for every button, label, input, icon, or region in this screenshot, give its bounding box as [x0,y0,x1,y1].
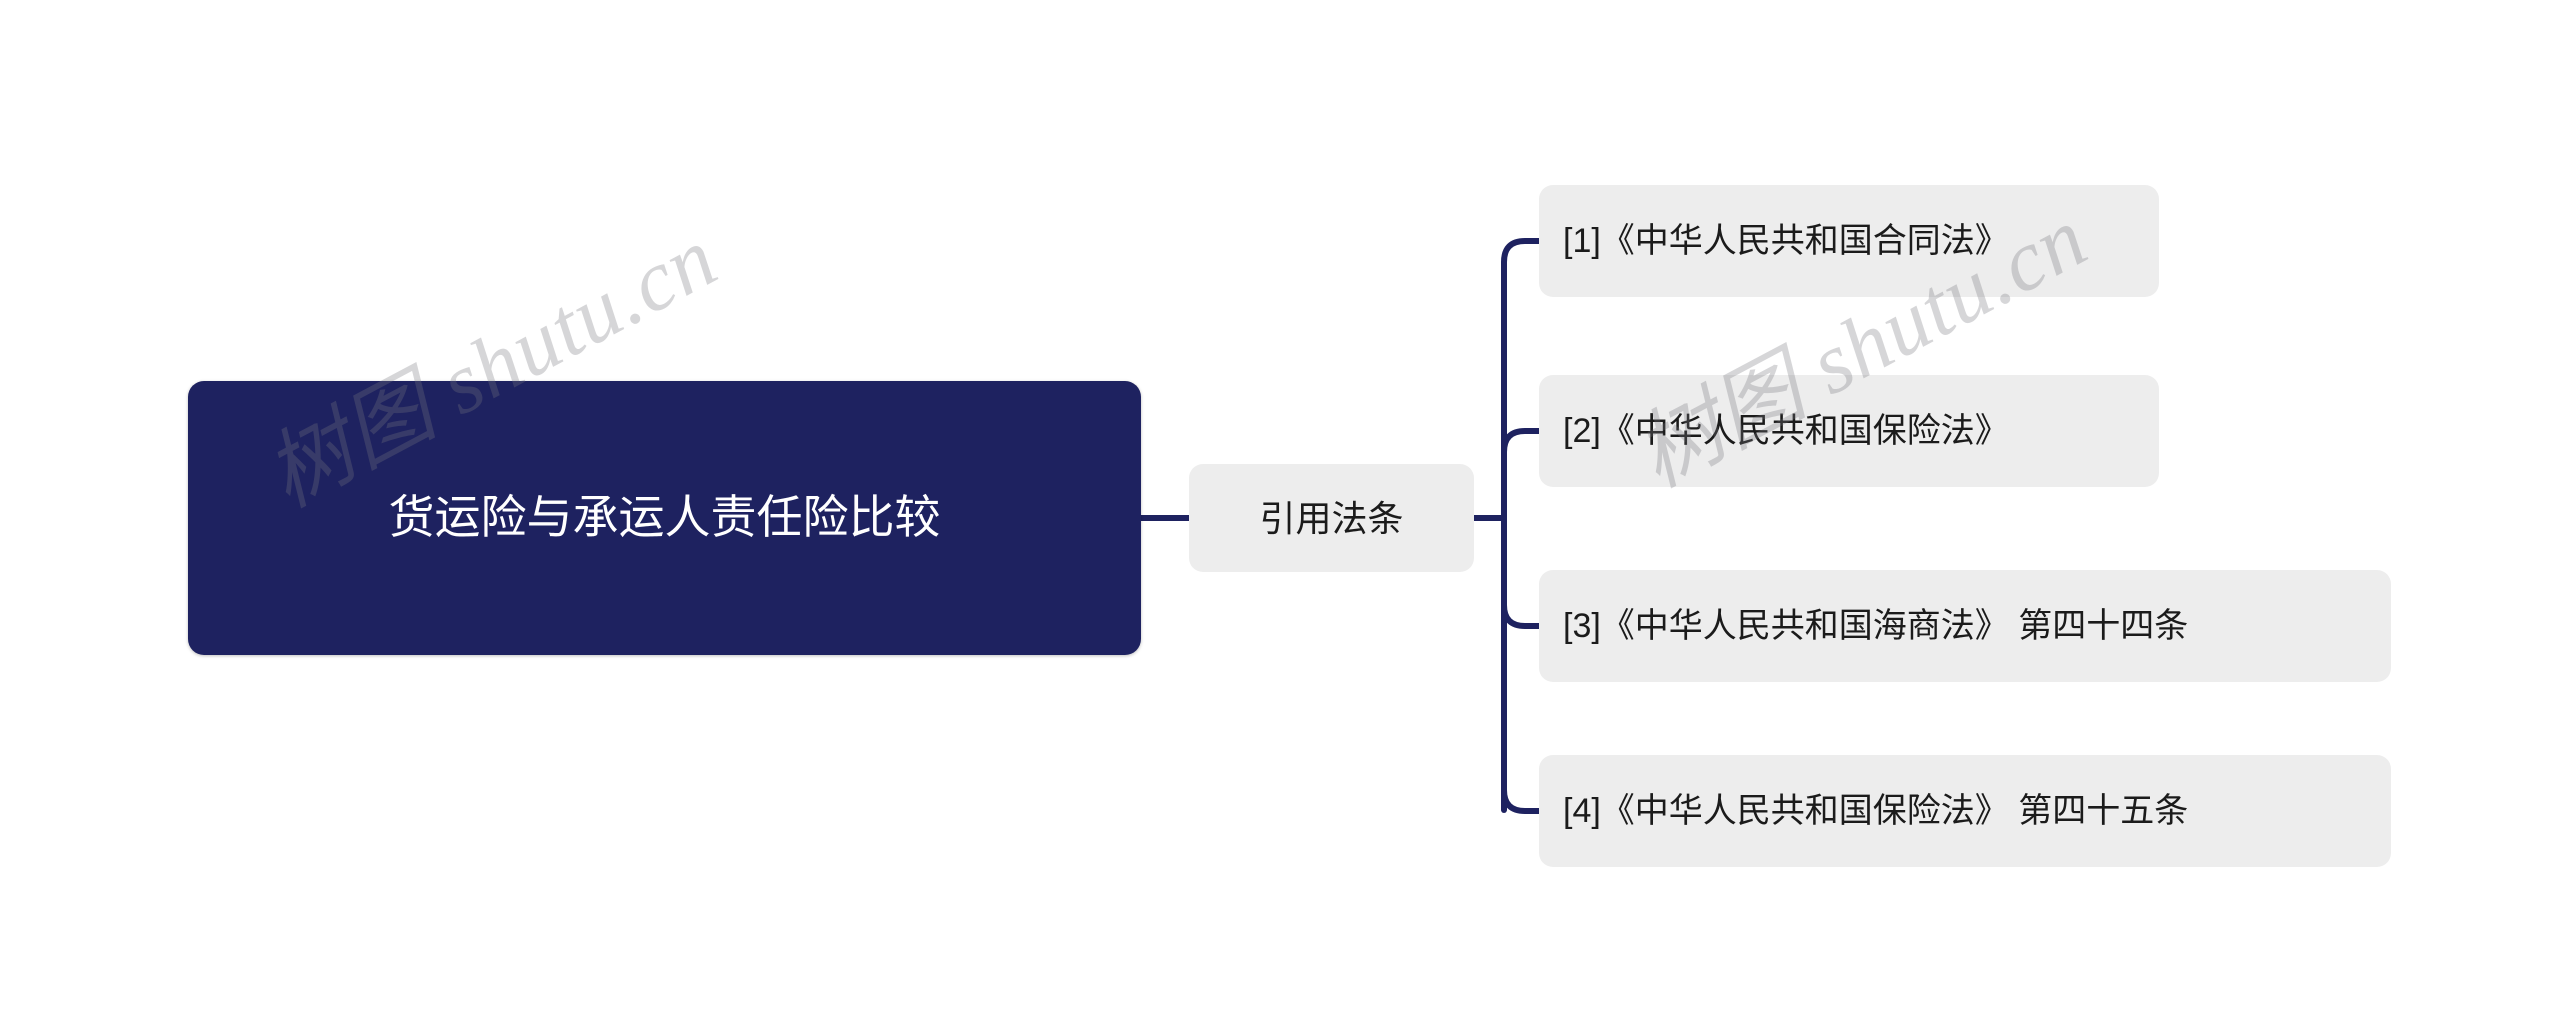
edge-trunk-to-leaf-4 [1501,787,1542,814]
leaf-node-2[interactable]: [2]《中华人民共和国保险法》 [1539,375,2159,487]
edge-trunk-to-leaf-1 [1501,238,1542,275]
root-node-label: 货运险与承运人责任险比较 [388,491,941,544]
edge-trunk-to-leaf-3 [1501,602,1542,629]
leaf-node-4-label: [4]《中华人民共和国保险法》 第四十五条 [1563,791,2189,830]
root-node[interactable]: 货运险与承运人责任险比较 [188,381,1141,655]
leaf-node-1-label: [1]《中华人民共和国合同法》 [1563,221,2009,260]
branch-node-label: 引用法条 [1259,497,1404,539]
leaf-node-3[interactable]: [3]《中华人民共和国海商法》 第四十四条 [1539,570,2391,682]
branch-node-cited-laws[interactable]: 引用法条 [1189,464,1474,572]
leaf-node-4[interactable]: [4]《中华人民共和国保险法》 第四十五条 [1539,755,2391,867]
leaf-node-1[interactable]: [1]《中华人民共和国合同法》 [1539,185,2159,297]
leaf-node-3-label: [3]《中华人民共和国海商法》 第四十四条 [1563,606,2189,645]
leaf-node-2-label: [2]《中华人民共和国保险法》 [1563,411,2009,450]
edge-trunk-to-leaf-2 [1501,428,1542,455]
